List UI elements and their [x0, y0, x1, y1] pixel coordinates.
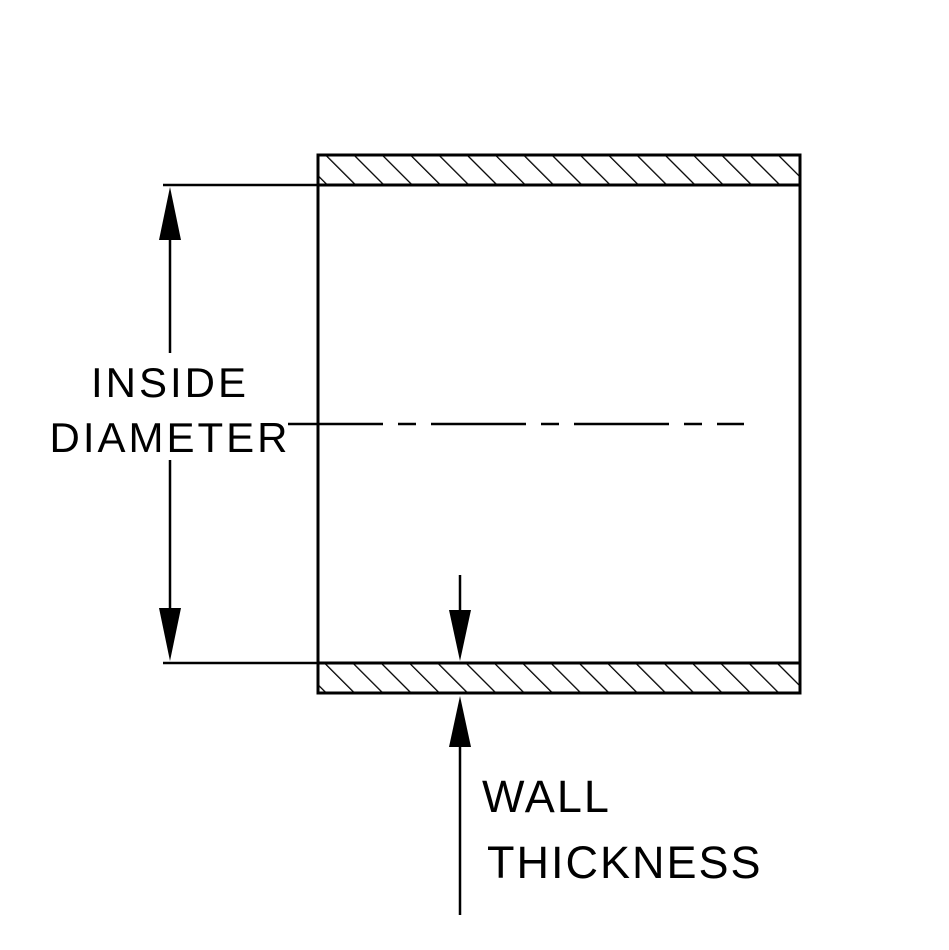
wall-thickness-arrowhead-down-icon: [449, 610, 471, 661]
tube-bottom-wall-hatch: [316, 661, 802, 695]
inside-diameter-label-line2: DIAMETER: [49, 414, 290, 461]
wall-thickness-label-line1: WALL: [482, 771, 611, 822]
wall-thickness-arrowhead-up-icon: [449, 696, 471, 747]
wall-thickness-label-line2: THICKNESS: [487, 837, 763, 888]
tube-top-wall-hatch: [316, 153, 802, 187]
arrowhead-up-icon: [159, 187, 181, 240]
arrowhead-down-icon: [159, 608, 181, 661]
inside-diameter-label-line1: INSIDE: [91, 359, 249, 406]
